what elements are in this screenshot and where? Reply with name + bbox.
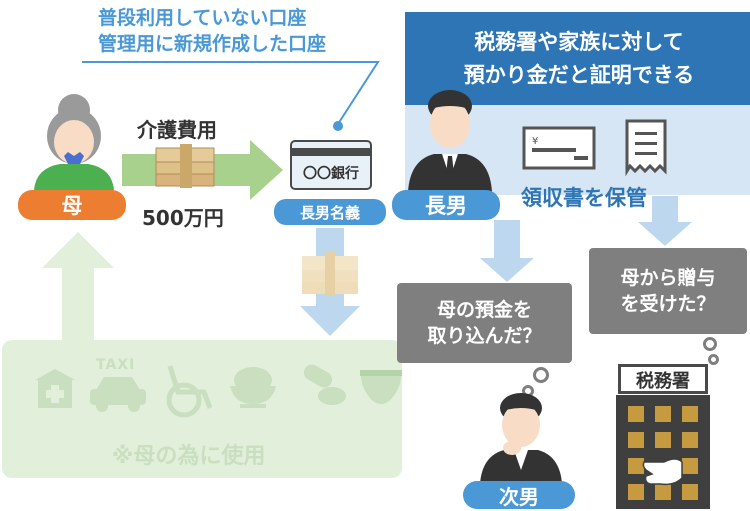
check-icon: ¥ (522, 126, 596, 170)
tax-office-bubble-line-1: 母から贈与 (620, 267, 716, 289)
tax-office-bubble-dot-1 (703, 337, 717, 351)
cash-faded-icon (302, 252, 358, 296)
note-line-2: 管理用に新規作成した口座 (98, 33, 327, 55)
receipt-label: 領収書を保管 (521, 186, 647, 210)
second-son-bubble: 母の預金を 取り込んだ？ (397, 283, 572, 363)
eldest-son-label: 長男 (392, 190, 500, 220)
medicine-icon (303, 364, 346, 405)
mother-label: 母 (18, 190, 126, 220)
usage-label: ※母の為に使用 (112, 444, 266, 469)
flow-label-bottom: 500万円 (142, 206, 224, 230)
usage-area (2, 340, 402, 478)
account-label: 長男名義 (274, 199, 386, 225)
diaper-icon (360, 370, 402, 404)
second-son-label: 次男 (463, 481, 575, 509)
info-header (405, 12, 750, 105)
eldest-son-avatar (408, 90, 492, 192)
bank-card-text: 〇〇銀行 (303, 166, 359, 182)
receipt-icon (625, 119, 667, 177)
second-son-bubble-line-2: 取り込んだ？ (427, 325, 542, 347)
tax-office-sign (618, 364, 708, 394)
info-line-2: 預かり金だと証明できる (463, 63, 695, 87)
taxi-icon (90, 377, 146, 412)
flow-label-top: 介護費用 (137, 118, 217, 142)
second-son-avatar (480, 393, 562, 484)
wheelchair-icon (166, 365, 213, 418)
tax-office-sign-text: 税務署 (636, 371, 690, 392)
tax-office-bubble-line-2: を受けた？ (620, 293, 716, 315)
tax-office-bubble-dot-2 (708, 354, 719, 365)
note-line-1: 普段利用していない口座 (98, 7, 307, 29)
tax-office-bubble: 母から贈与 を受けた？ (589, 248, 747, 334)
hospital-icon (35, 369, 75, 408)
rice-bowl-icon (230, 367, 276, 408)
mother-avatar (34, 94, 114, 190)
svg-text:¥: ¥ (532, 136, 538, 147)
taxi-sign: TAXI (96, 357, 136, 373)
second-son-bubble-line-1: 母の預金を (436, 299, 532, 321)
cash-icon (155, 144, 215, 188)
second-son-bubble-dot-1 (533, 367, 549, 383)
info-line-1: 税務署や家族に対して (474, 30, 684, 54)
bank-card-icon (290, 140, 372, 190)
